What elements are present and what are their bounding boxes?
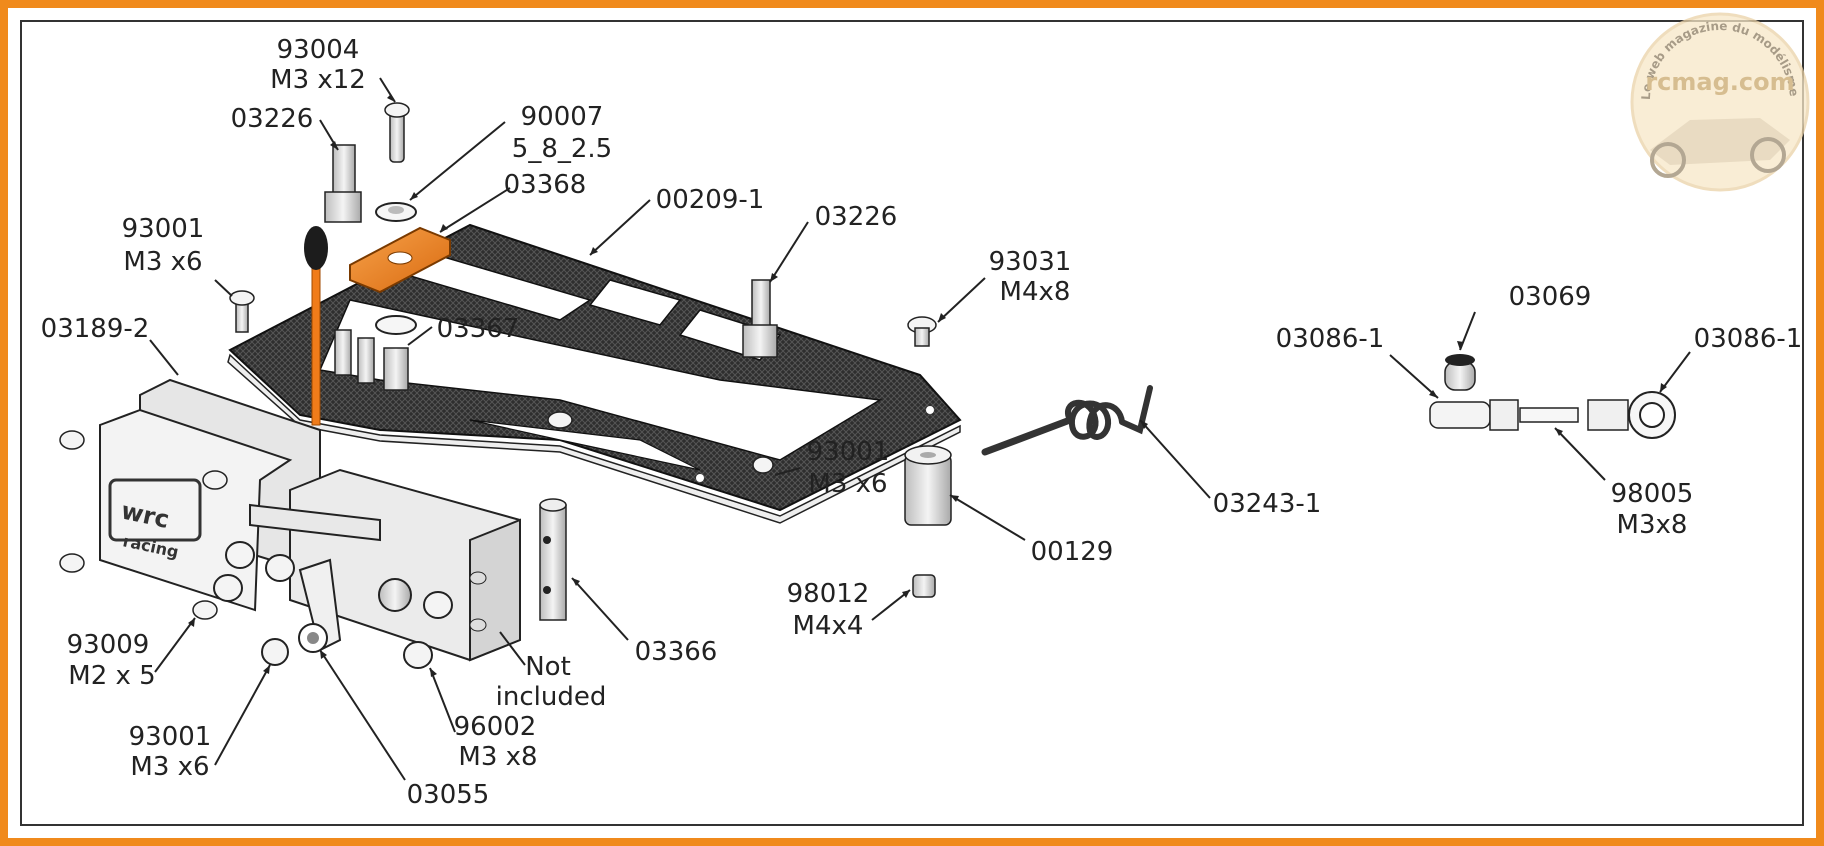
post-03226-left — [324, 144, 362, 223]
label-00209-1: 00209-1 — [656, 185, 765, 215]
rod-end-right — [1587, 391, 1676, 439]
grub-screw-98012 — [912, 574, 936, 598]
label-03055: 03055 — [407, 780, 490, 810]
label-not-included-line2: included — [496, 682, 607, 712]
screw-93004 — [384, 102, 410, 163]
steering-lever — [304, 226, 451, 426]
screw-93001-top — [229, 290, 255, 333]
screws-93009 — [59, 430, 228, 620]
rod-98005 — [1519, 407, 1579, 423]
label-96002-size: M3 x8 — [458, 742, 537, 772]
label-98005-size: M3x8 — [1617, 510, 1688, 540]
label-03243-1: 03243-1 — [1213, 489, 1322, 519]
label-03226-left: 03226 — [231, 104, 314, 134]
servo-horn — [249, 503, 381, 653]
rcmag-logo: Le web magazine du modélisme rcmag.com — [1630, 12, 1810, 192]
label-93031-number: 93031 — [989, 247, 1072, 277]
label-03086-1-left: 03086-1 — [1276, 324, 1385, 354]
post-03226-right — [742, 279, 778, 358]
screw-93031 — [907, 316, 937, 347]
logo-wordmark: rcmag.com — [1645, 68, 1794, 96]
label-03086-1-right: 03086-1 — [1694, 324, 1803, 354]
label-00129: 00129 — [1031, 537, 1114, 567]
label-93001-bottom-size: M3 x6 — [130, 752, 209, 782]
label-93001-mid-size: M3 x6 — [808, 469, 887, 499]
label-03368: 03368 — [504, 170, 587, 200]
label-93001-bottom-number: 93001 — [129, 722, 212, 752]
label-03226-right: 03226 — [815, 202, 898, 232]
label-98012-size: M4x4 — [793, 611, 864, 641]
leader-arrowheads — [188, 94, 1667, 677]
chassis-plate — [227, 223, 962, 524]
label-90007-size: 5_8_2.5 — [512, 134, 612, 164]
label-93001-top-size: M3 x6 — [123, 247, 202, 277]
screws-96002 — [403, 571, 487, 669]
label-03189-2: 03189-2 — [41, 314, 150, 344]
post-03366 — [539, 498, 567, 621]
label-93001-mid-number: 93001 — [807, 437, 890, 467]
label-93009-number: 93009 — [67, 630, 150, 660]
label-93004-number: 93004 — [277, 35, 360, 65]
spring-03243-1 — [981, 385, 1153, 456]
label-93009-size: M2 x 5 — [68, 661, 155, 691]
label-98005-number: 98005 — [1611, 479, 1694, 509]
part-labels: 93004 M3 x12 03226 90007 5_8_2.5 03368 0… — [41, 35, 1803, 810]
spacers-03367 — [334, 315, 417, 391]
label-03069: 03069 — [1509, 282, 1592, 312]
label-not-included-line1: Not — [525, 652, 571, 682]
label-03367: 03367 — [437, 314, 520, 344]
collar-00129 — [904, 445, 952, 526]
label-03366: 03366 — [635, 637, 718, 667]
label-93001-top-number: 93001 — [122, 214, 205, 244]
label-90007-number: 90007 — [521, 102, 604, 132]
label-96002-number: 96002 — [454, 712, 537, 742]
bearing-90007 — [375, 202, 417, 222]
label-93004-size: M3 x12 — [270, 65, 366, 95]
screws-93001-servo — [213, 411, 774, 666]
leader-lines — [149, 77, 1691, 781]
label-98012-number: 98012 — [787, 579, 870, 609]
label-93031-size: M4x8 — [1000, 277, 1071, 307]
rod-end-left — [1429, 399, 1519, 431]
ball-03069 — [1444, 354, 1476, 391]
